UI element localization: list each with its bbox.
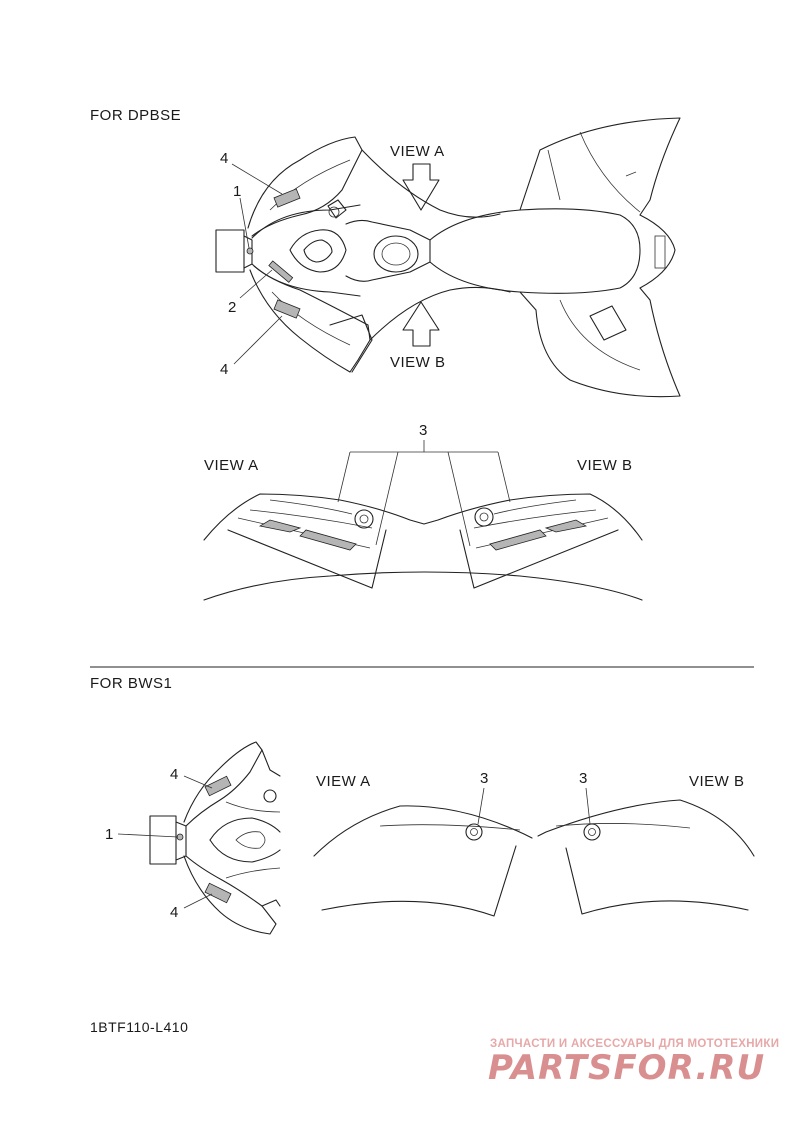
callout-3: 3	[419, 422, 428, 439]
section2-heading: FOR BWS1	[90, 675, 173, 692]
decal-4-bottom-bws1	[204, 882, 232, 904]
bws1-callout-1: 1	[105, 826, 114, 843]
arrow-view-b	[402, 301, 440, 347]
fuel-cap	[373, 235, 419, 273]
bws1-callout-4-top: 4	[170, 766, 179, 783]
detail-view-a-label: VIEW A	[204, 457, 259, 474]
callout-4-top: 4	[220, 150, 229, 167]
decal-4-top-bws1	[204, 775, 232, 797]
bws1-view-b-panel	[537, 799, 755, 857]
headlight-box-bws1	[149, 815, 177, 865]
view-a-panel	[203, 493, 425, 541]
atv-top-view-dpbse	[215, 117, 681, 398]
emblem-view-b	[474, 507, 494, 527]
watermark-tagline: ЗАПЧАСТИ И АКСЕССУАРЫ ДЛЯ МОТОТЕХНИКИ	[490, 1038, 780, 1050]
rear-fender-lower	[519, 287, 681, 398]
front-fender-upper	[247, 136, 363, 237]
bws1-view-a-label: VIEW A	[316, 773, 371, 790]
watermark-logo: PARTSFOR.RU	[488, 1048, 766, 1088]
seat	[429, 208, 641, 294]
callout-4-bottom: 4	[220, 361, 229, 378]
emblem-view-a	[354, 509, 374, 529]
dpbse-detail-views	[203, 440, 643, 601]
front-fender-lower	[249, 265, 371, 373]
callout-2: 2	[228, 299, 237, 316]
part-code: 1BTF110-L410	[90, 1019, 189, 1035]
headlight-box	[215, 229, 245, 273]
view-b-panel	[423, 493, 643, 541]
bws1-view-b-label: VIEW B	[689, 773, 745, 790]
bws1-detail-views	[313, 787, 755, 917]
bws1-callout-3a: 3	[480, 770, 489, 787]
arrow-view-a	[402, 163, 440, 211]
section1-heading: FOR DPBSE	[90, 107, 182, 124]
bws1-emblem-view-a	[465, 823, 483, 841]
detail-view-b-label: VIEW B	[577, 457, 633, 474]
bws1-callout-3b: 3	[579, 770, 588, 787]
bws1-emblem-view-b	[583, 823, 601, 841]
decal-1	[246, 247, 254, 255]
bws1-callout-4-bottom: 4	[170, 904, 179, 921]
callout-1: 1	[233, 183, 242, 200]
decal-4-bottom	[273, 299, 301, 319]
view-a-label: VIEW A	[390, 143, 445, 160]
rear-fender-upper	[519, 117, 681, 216]
view-b-label: VIEW B	[390, 354, 446, 371]
decal-4-top	[273, 188, 301, 208]
atv-front-view-bws1	[117, 741, 281, 935]
decal-2	[268, 260, 294, 283]
bws1-view-a-panel	[313, 805, 533, 857]
